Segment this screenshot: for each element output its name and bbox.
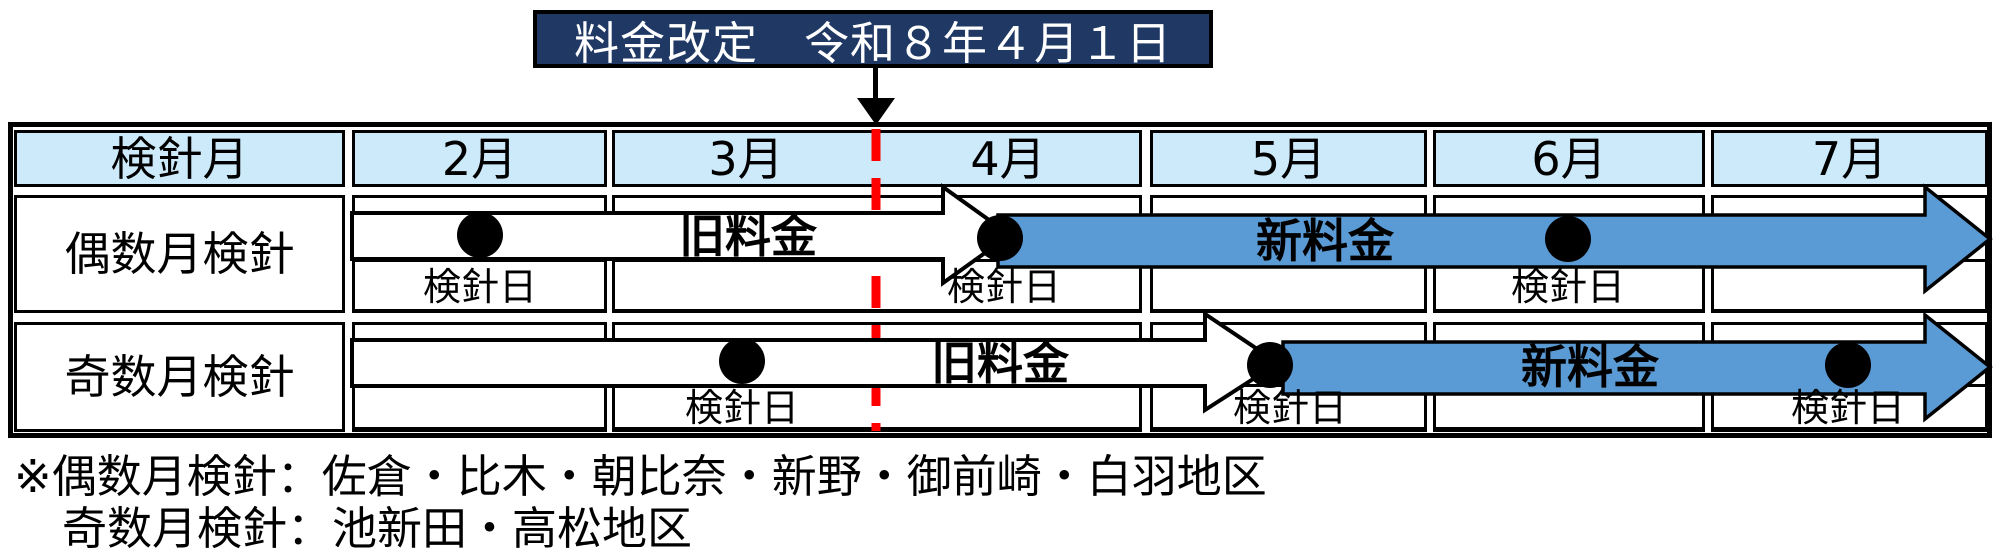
note-line-1: ※偶数月検針：佐倉・比木・朝比奈・新野・御前崎・白羽地区	[14, 450, 1267, 503]
reading-day-cell-even-jul	[1711, 259, 1988, 312]
old-fee-label-even: 旧料金	[679, 209, 817, 263]
old-fee-label-odd: 旧料金	[931, 336, 1069, 390]
header-cell-may: 5月	[1150, 130, 1427, 187]
reading-day-label: 検針日	[1510, 265, 1626, 309]
row-label-even-months: 偶数月検針	[14, 195, 345, 313]
header-cell-feb: 2月	[352, 130, 607, 187]
month-label: 2月	[441, 131, 518, 186]
reading-day-label: 検針日	[946, 265, 1062, 309]
header-cell-meter-month: 検針月	[14, 130, 345, 187]
reading-day-cell-odd-feb	[352, 384, 607, 430]
row-label-odd-months: 奇数月検針	[14, 322, 345, 432]
new-fee-label-odd: 新料金	[1521, 340, 1659, 394]
month-label: 5月	[1250, 131, 1327, 186]
header-cell-mar-apr: 3月 4月	[612, 130, 1142, 187]
header-cell-jul: 7月	[1711, 130, 1988, 187]
month-label: 7月	[1811, 131, 1888, 186]
new-fee-label-even: 新料金	[1256, 214, 1394, 268]
fee-revision-banner: 料金改定 令和８年４月１日	[533, 10, 1213, 70]
header-cell-jun: 6月	[1433, 130, 1705, 187]
row-label: 偶数月検針	[64, 227, 295, 281]
month-label: 6月	[1531, 131, 1607, 186]
down-arrow-icon	[857, 98, 895, 125]
month-label: 4月	[970, 131, 1046, 186]
reading-day-label: 検針日	[1790, 386, 1906, 430]
banner-pointer-line	[873, 66, 878, 102]
reading-day-cell-even-mar-apr	[612, 259, 1142, 312]
row-label: 奇数月検針	[64, 350, 295, 404]
header-label: 検針月	[110, 131, 249, 186]
reading-day-label: 検針日	[684, 386, 800, 430]
reading-day-label: 検針日	[422, 265, 538, 309]
reading-day-label: 検針日	[1232, 386, 1348, 430]
month-label: 3月	[708, 131, 784, 186]
note-line-2: 奇数月検針：池新田・高松地区	[62, 502, 693, 555]
